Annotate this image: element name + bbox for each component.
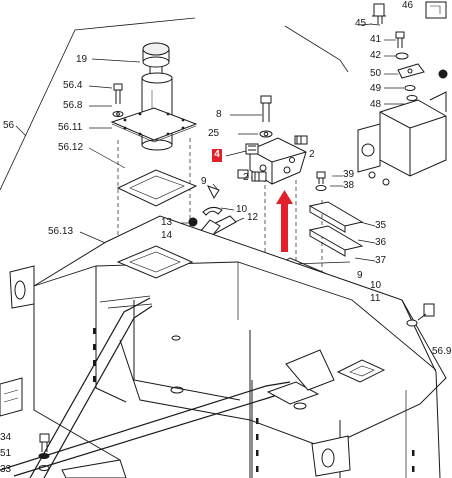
tank-opening — [116, 245, 194, 394]
pointer-arrow — [276, 190, 293, 252]
callout-9-left: 9 — [201, 176, 207, 187]
callout-56: 56 — [3, 120, 15, 131]
lifting-lugs — [9, 265, 351, 477]
callout-38: 38 — [343, 180, 355, 191]
callout-10-right: 10 — [370, 280, 382, 291]
cover-plate-right — [336, 359, 386, 383]
callout-10-left: 10 — [236, 204, 248, 215]
callout-46: 46 — [402, 0, 414, 11]
callout-14: 14 — [161, 230, 173, 241]
callout-13: 13 — [161, 217, 173, 228]
callout-42: 42 — [370, 50, 382, 61]
callout-37: 37 — [375, 255, 387, 266]
callout-34: 34 — [0, 432, 12, 443]
callout-49: 49 — [370, 83, 382, 94]
callout-2-right: 2 — [309, 149, 315, 160]
tank-slots — [93, 328, 415, 472]
callout-2-left: 2 — [243, 172, 249, 183]
callout-36: 36 — [375, 237, 387, 248]
callout-4-highlight: 4 — [212, 149, 222, 162]
gasket — [116, 169, 198, 207]
callout-19: 19 — [76, 54, 88, 65]
rails-35-36 — [308, 201, 364, 257]
callout-56-4: 56.4 — [63, 80, 83, 91]
bolt-56-9 — [406, 303, 435, 327]
flange-holes-top — [123, 112, 185, 136]
callout-11: 11 — [370, 293, 381, 304]
callout-12: 12 — [247, 212, 259, 223]
bolt-8 — [259, 95, 273, 138]
bolt-56-4 — [112, 83, 124, 117]
callout-41: 41 — [370, 34, 382, 45]
corner-hardware-left — [0, 377, 127, 478]
small-parts-right — [372, 1, 448, 101]
callout-51: 51 — [0, 448, 12, 459]
callout-56-9: 56.9 — [432, 346, 452, 357]
callout-45: 45 — [355, 18, 367, 29]
frame-lines — [0, 17, 373, 191]
callout-8: 8 — [216, 109, 222, 120]
callout-48: 48 — [370, 99, 382, 110]
callout-33: 33 — [0, 464, 12, 475]
callout-56-11: 56.11 — [58, 122, 83, 133]
callout-56-12: 56.12 — [58, 142, 84, 153]
flange-plate-top — [110, 107, 198, 143]
fittings — [237, 135, 308, 182]
callout-39: 39 — [343, 169, 355, 180]
callout-35: 35 — [375, 220, 387, 231]
callout-50: 50 — [370, 68, 382, 79]
bolt-34 — [38, 433, 50, 471]
callout-56-13: 56.13 — [48, 226, 74, 237]
callout-9-right: 9 — [357, 270, 363, 281]
bolt-39 — [315, 171, 327, 191]
pump-assembly — [357, 91, 447, 186]
callout-56-8: 56.8 — [63, 100, 83, 111]
callout-25: 25 — [208, 128, 220, 139]
inner-bracket — [266, 349, 335, 405]
